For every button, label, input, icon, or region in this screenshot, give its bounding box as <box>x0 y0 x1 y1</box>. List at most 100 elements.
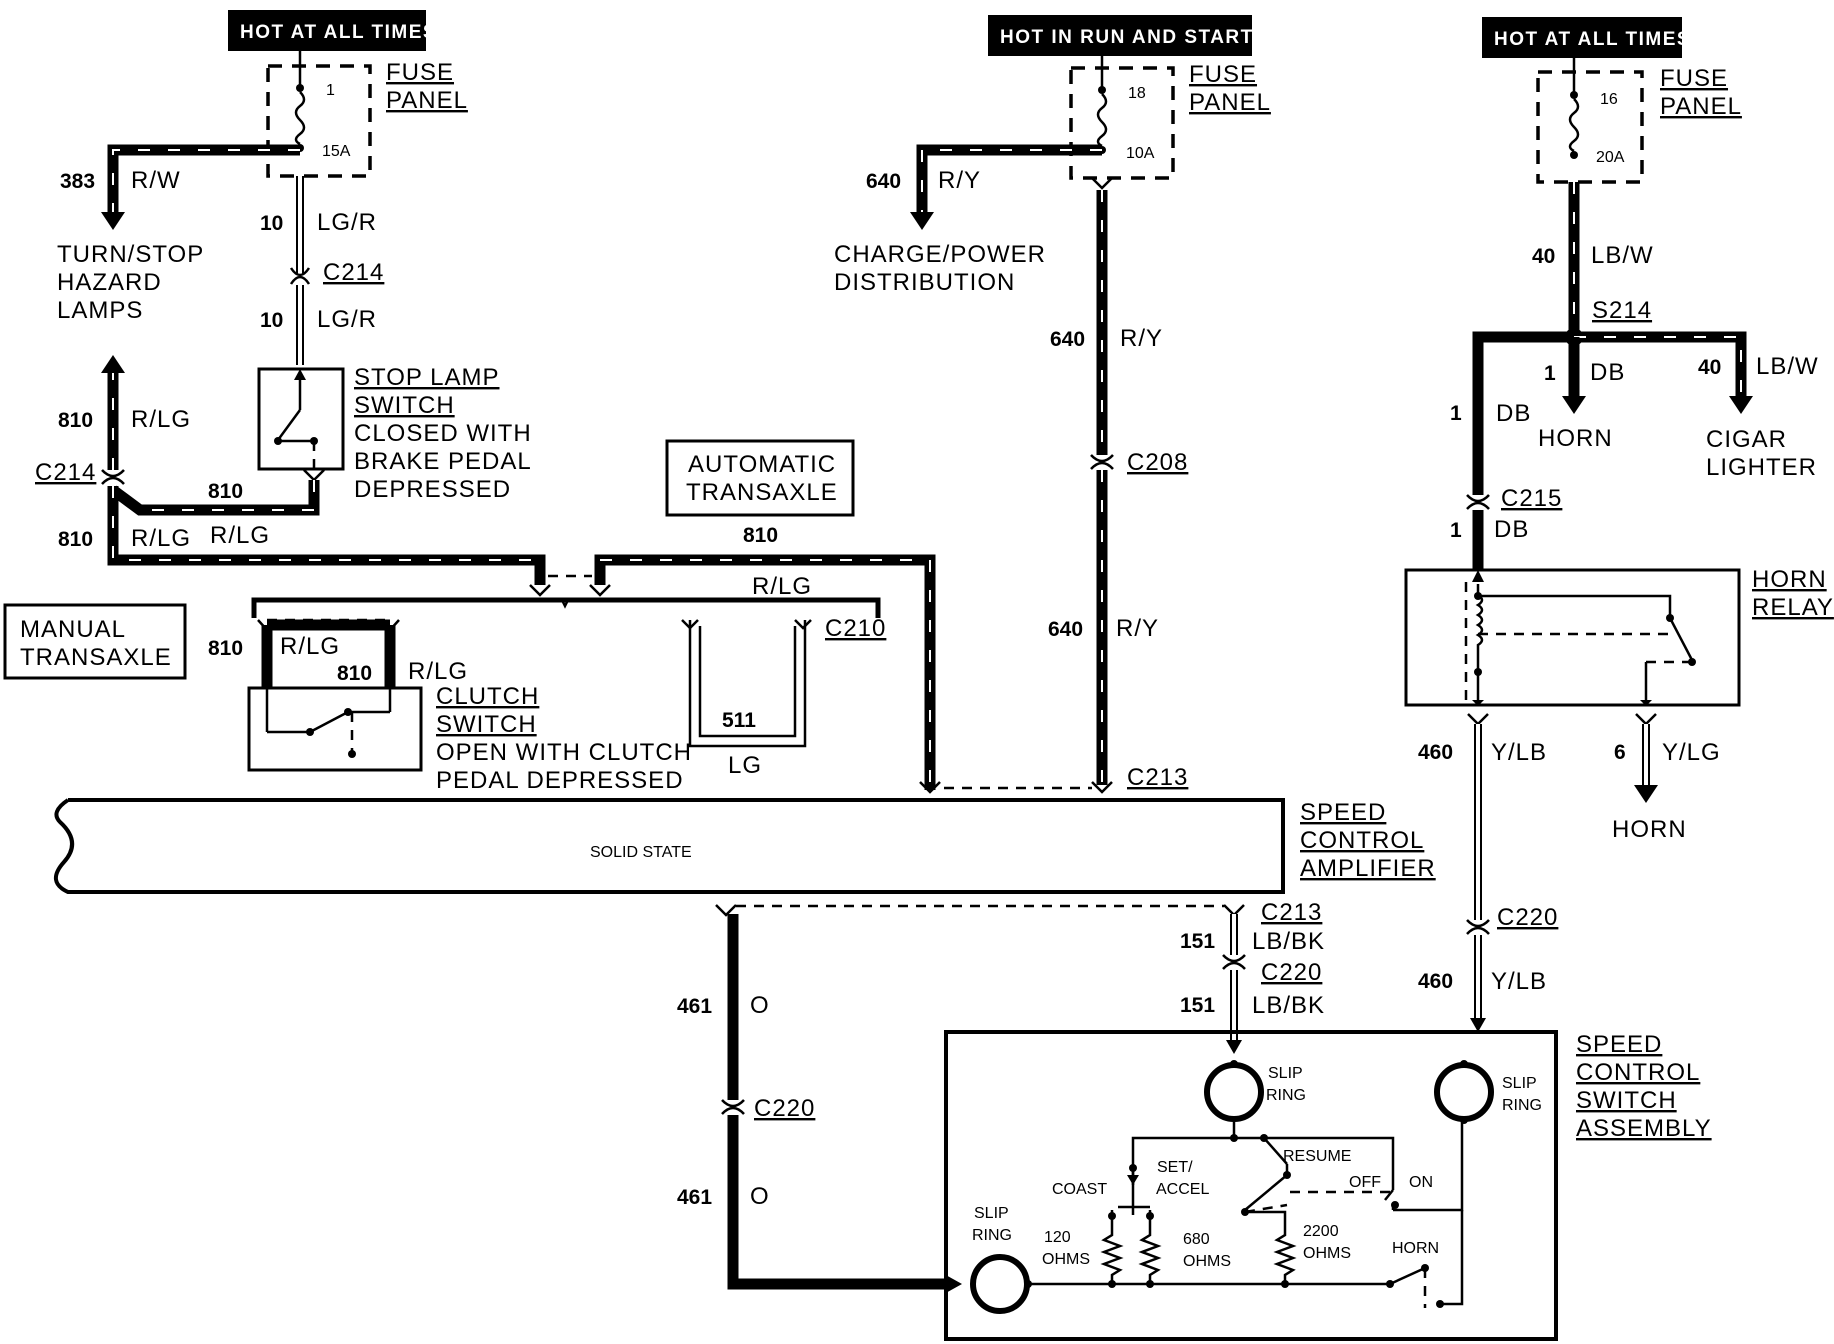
label-640a: 640 <box>866 170 901 193</box>
label-o-b: O <box>750 1183 770 1210</box>
fuse-panel-right: 16 20A FUSE PANEL <box>1536 58 1742 184</box>
left-branch-wiring <box>101 144 551 597</box>
fuse-panel-middle: 18 10A FUSE PANEL <box>1069 56 1271 180</box>
fuse-middle-rating: 10A <box>1126 145 1155 162</box>
clutch-title: CLUTCH <box>436 683 539 710</box>
label-lbbk-b: LB/BK <box>1252 992 1325 1019</box>
connector-c210: C210 <box>825 615 886 642</box>
lower-wiring <box>715 904 1246 1294</box>
connector-c208: C208 <box>1127 449 1188 476</box>
switch-assembly-title3: SWITCH <box>1576 1087 1677 1114</box>
header-right: HOT AT ALL TIMES <box>1482 17 1691 58</box>
middle-branch-wiring <box>910 144 1114 794</box>
label-rlg-auto: R/LG <box>752 573 812 600</box>
fuse-middle-number: 18 <box>1128 85 1146 102</box>
label-lbbk-a: LB/BK <box>1252 928 1325 955</box>
label-383: 383 <box>60 170 95 193</box>
hazard-text: HAZARD <box>57 269 162 296</box>
right-branch-wiring <box>1404 182 1753 1032</box>
label-151b: 151 <box>1180 994 1215 1017</box>
connector-c215: C215 <box>1501 485 1562 512</box>
header-left-text: HOT AT ALL TIMES <box>240 22 437 43</box>
label-460a: 460 <box>1418 741 1453 764</box>
slip-ring-2-b: RING <box>1502 1097 1542 1114</box>
set-text: SET/ <box>1157 1159 1193 1176</box>
r680-unit: OHMS <box>1183 1253 1231 1270</box>
label-461a: 461 <box>677 995 712 1018</box>
label-10b: 10 <box>260 309 283 332</box>
amplifier-title3: AMPLIFIER <box>1300 855 1436 882</box>
cigar-text: CIGAR <box>1706 426 1787 453</box>
label-db-a: DB <box>1590 359 1625 386</box>
automatic-text: AUTOMATIC <box>688 451 836 478</box>
r120-value: 120 <box>1044 1229 1071 1246</box>
label-rlg-c: R/LG <box>131 525 191 552</box>
label-810a: 810 <box>58 409 93 432</box>
label-1c: 1 <box>1450 519 1462 542</box>
label-1b: 1 <box>1450 402 1462 425</box>
label-810b: 810 <box>208 480 243 503</box>
connector-c213-top: C213 <box>1127 764 1188 791</box>
automatic-transaxle-text: TRANSAXLE <box>686 479 838 506</box>
label-lbw-b: LB/W <box>1756 353 1819 380</box>
manual-text: MANUAL <box>20 616 126 643</box>
connector-c220-mid: C220 <box>1261 959 1322 986</box>
clutch-desc1: OPEN WITH CLUTCH <box>436 739 692 766</box>
label-lgr-b: LG/R <box>317 306 377 333</box>
label-810-auto: 810 <box>743 524 778 547</box>
label-rlg-d: R/LG <box>210 522 270 549</box>
label-db-b: DB <box>1496 400 1531 427</box>
horn-text-a: HORN <box>1538 425 1613 452</box>
label-ylb-a: Y/LB <box>1491 739 1547 766</box>
fuse-left-title2: PANEL <box>386 87 468 114</box>
connector-c213-bottom: C213 <box>1261 899 1322 926</box>
header-middle-text: HOT IN RUN AND START <box>1000 27 1254 48</box>
label-rlg-m1: R/LG <box>280 633 340 660</box>
label-ylg: Y/LG <box>1662 739 1721 766</box>
manual-transaxle-text: TRANSAXLE <box>20 644 172 671</box>
horn-switch-text: HORN <box>1392 1240 1439 1257</box>
horn-text-b: HORN <box>1612 816 1687 843</box>
splice-s214: S214 <box>1592 297 1652 324</box>
fuse-right-title2: PANEL <box>1660 93 1742 120</box>
header-middle: HOT IN RUN AND START <box>988 15 1254 56</box>
label-640b: 640 <box>1050 328 1085 351</box>
fuse-right-title1: FUSE <box>1660 65 1728 92</box>
label-ry-a: R/Y <box>938 167 981 194</box>
connector-c214-top: C214 <box>323 259 384 286</box>
slip-ring-3-b: RING <box>972 1227 1012 1244</box>
charge-power-text: CHARGE/POWER <box>834 241 1046 268</box>
label-460b: 460 <box>1418 970 1453 993</box>
label-151a: 151 <box>1180 930 1215 953</box>
label-1a: 1 <box>1544 362 1556 385</box>
label-810-m1: 810 <box>208 637 243 660</box>
solid-state-text: SOLID STATE <box>590 844 692 861</box>
label-ylb-b: Y/LB <box>1491 968 1547 995</box>
lighter-text: LIGHTER <box>1706 454 1817 481</box>
label-lgr-a: LG/R <box>317 209 377 236</box>
label-640c: 640 <box>1048 618 1083 641</box>
label-rlg-a: R/LG <box>131 406 191 433</box>
header-left: HOT AT ALL TIMES <box>228 10 437 51</box>
fuse-middle-title2: PANEL <box>1189 89 1271 116</box>
accel-text: ACCEL <box>1156 1181 1209 1198</box>
label-810-m2: 810 <box>337 662 372 685</box>
coast-text: COAST <box>1052 1181 1107 1198</box>
stop-lamp-desc3: DEPRESSED <box>354 476 511 503</box>
stop-lamp-title: STOP LAMP <box>354 364 500 391</box>
label-db-c: DB <box>1494 516 1529 543</box>
lamps-text: LAMPS <box>57 297 143 324</box>
header-right-text: HOT AT ALL TIMES <box>1494 29 1691 50</box>
label-ry-c: R/Y <box>1116 615 1159 642</box>
clutch-switch: SWITCH <box>436 711 537 738</box>
slip-ring-3-a: SLIP <box>974 1205 1009 1222</box>
horn-relay-title2: RELAY <box>1752 594 1834 621</box>
fuse-left-title1: FUSE <box>386 59 454 86</box>
r2200-value: 2200 <box>1303 1223 1339 1240</box>
connector-c220-left: C220 <box>754 1095 815 1122</box>
r120-unit: OHMS <box>1042 1251 1090 1268</box>
off-text: OFF <box>1349 1174 1381 1191</box>
connector-c214-left: C214 <box>35 459 96 486</box>
switch-assembly-title2: CONTROL <box>1576 1059 1700 1086</box>
label-ry-b: R/Y <box>1120 325 1163 352</box>
